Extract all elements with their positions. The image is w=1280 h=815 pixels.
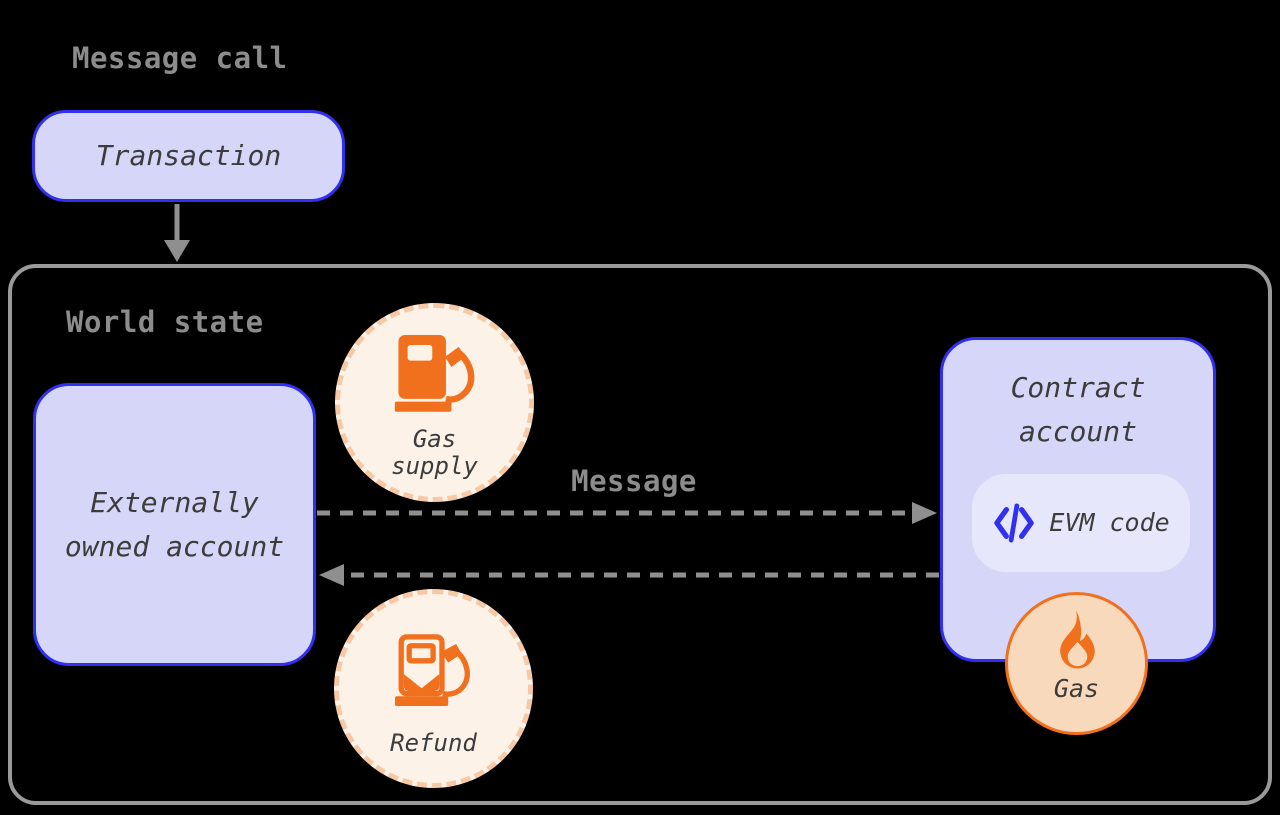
externally-owned-account-node: Externally owned account [33,383,316,666]
transaction-node: Transaction [32,110,345,202]
message-arrow-label: Message [571,464,697,498]
flame-icon [1059,610,1095,669]
refund-node: Refund [334,589,533,788]
message-arrow [317,502,937,524]
down-arrow [164,204,190,262]
return-arrow [319,564,939,586]
evm-code-label: EVM code [1049,508,1170,537]
gas-supply-label-line1: Gas [412,425,457,453]
transaction-label: Transaction [95,139,282,172]
world-state-container [8,264,1272,805]
diagram-title: Message call [72,41,288,75]
gas-pump-icon [394,335,474,412]
contract-account-node: Contract account EVM code [940,337,1216,662]
code-icon [994,503,1035,543]
gas-supply-label-line2: supply [391,452,478,480]
gas-pump-refund-icon [394,634,470,707]
refund-label: Refund [390,729,477,757]
eoa-label-line1: Externally [90,485,259,519]
evm-code-pill: EVM code [972,474,1190,572]
contract-label-line2: account [1018,415,1137,448]
world-state-label: World state [66,305,264,339]
gas-label: Gas [1053,674,1100,703]
contract-label-line1: Contract [1010,371,1146,404]
gas-supply-node: Gas supply [335,303,534,502]
gas-node: Gas [1005,592,1148,735]
eoa-label-line2: owned account [64,529,285,563]
